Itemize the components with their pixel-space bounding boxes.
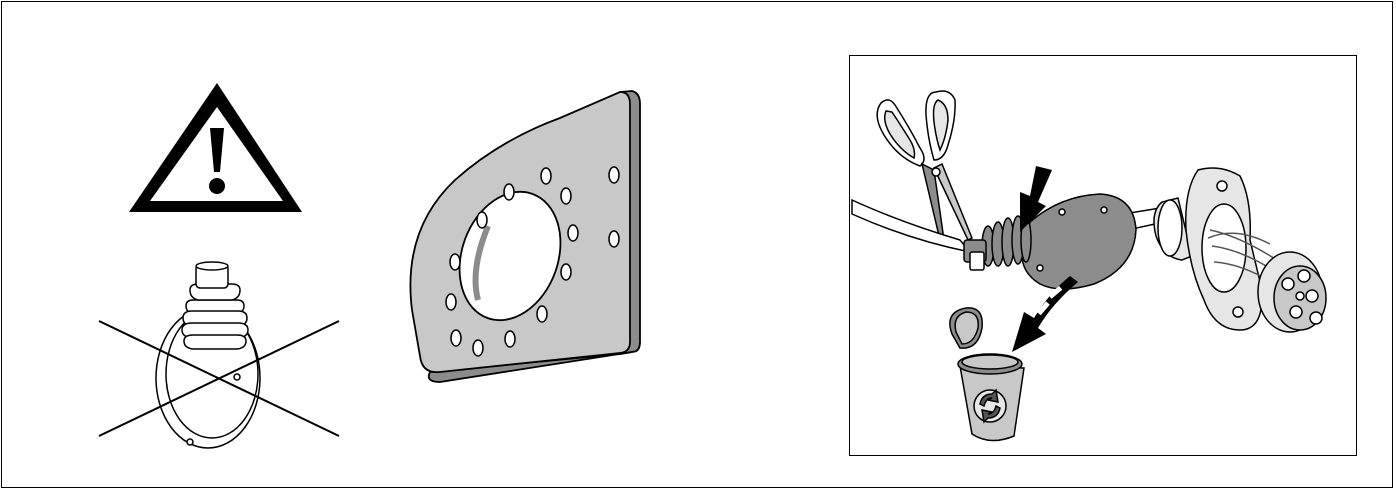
- perforated-mounting-plate-icon: [409, 90, 641, 383]
- recycle-icon: [973, 388, 1007, 424]
- disposal-inset-frame: [849, 55, 1357, 456]
- arrow-icon: [1012, 276, 1078, 352]
- crossed-out-old-seal-icon: [98, 261, 340, 449]
- arrow-icon: [1020, 166, 1052, 232]
- warning-triangle-icon: [129, 83, 302, 212]
- scissors-icon: [876, 90, 973, 242]
- connector-socket-icon: [1153, 167, 1327, 333]
- trash-bin-icon: [949, 307, 1025, 442]
- old-seal-icon: [963, 193, 1137, 290]
